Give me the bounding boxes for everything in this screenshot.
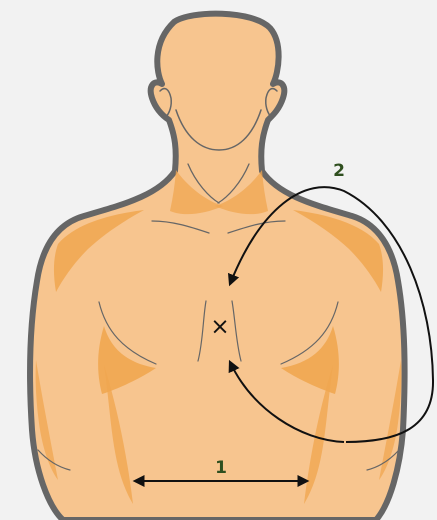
label-1: 1 [215, 458, 227, 478]
center-x-mark: × [210, 314, 229, 340]
body-outline [30, 14, 405, 520]
label-2: 2 [333, 161, 345, 181]
